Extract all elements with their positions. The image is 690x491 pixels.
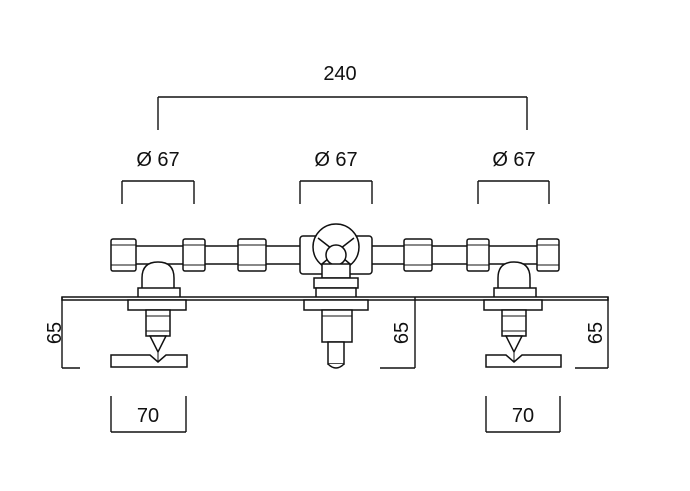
left-height-label: 65 bbox=[44, 322, 66, 344]
left-valve-body bbox=[137, 261, 181, 299]
right-valve-stem bbox=[483, 299, 562, 368]
right-height-dimension: 65 bbox=[575, 297, 609, 369]
center-height-dimension: 65 bbox=[380, 297, 416, 369]
right-diameter-dimension: Ø 67 bbox=[477, 149, 550, 204]
right-valve-body bbox=[493, 261, 537, 299]
left-height-dimension: 65 bbox=[44, 297, 80, 369]
center-diameter-label: Ø 67 bbox=[314, 149, 357, 171]
right-handle-width-label: 70 bbox=[512, 405, 534, 427]
right-diameter-label: Ø 67 bbox=[492, 149, 535, 171]
center-diameter-dimension: Ø 67 bbox=[299, 149, 373, 204]
left-handle-width-label: 70 bbox=[137, 405, 159, 427]
center-height-label: 65 bbox=[391, 322, 413, 344]
left-valve-stem bbox=[110, 299, 188, 368]
overall-width-dimension: 240 bbox=[157, 63, 528, 130]
right-height-label: 65 bbox=[585, 322, 607, 344]
center-spout-stem bbox=[303, 299, 369, 369]
overall-width-label: 240 bbox=[323, 63, 356, 85]
right-handle-width-dimension: 70 bbox=[485, 396, 561, 433]
left-diameter-dimension: Ø 67 bbox=[121, 149, 195, 204]
center-fitting bbox=[299, 223, 373, 299]
left-diameter-label: Ø 67 bbox=[136, 149, 179, 171]
left-handle-width-dimension: 70 bbox=[110, 396, 187, 433]
